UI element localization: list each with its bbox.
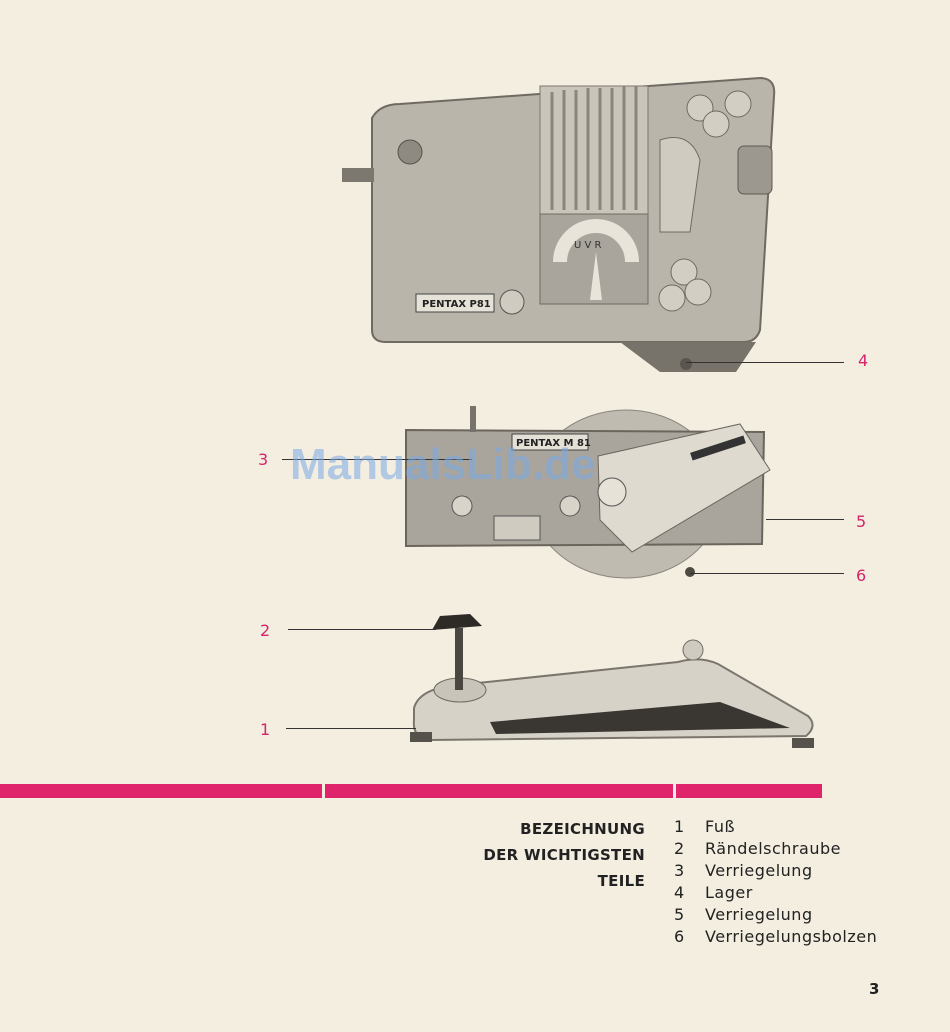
leader-line-4 [686, 362, 844, 363]
projector-top-view: U V R PENTAX P81 [342, 78, 774, 372]
parts-heading: BEZEICHNUNG DER WICHTIGSTEN TEILE [483, 816, 645, 894]
projector-side-view: PENTAX M 81 [406, 406, 770, 578]
part-number: 3 [674, 860, 705, 882]
leader-line-6 [690, 573, 844, 574]
leader-line-1 [286, 728, 416, 729]
foot-stand [410, 614, 814, 748]
accent-band-right [676, 784, 822, 798]
part-number: 6 [674, 926, 705, 948]
part-name: Verriegelungsbolzen [705, 926, 877, 948]
watermark: ManualsLib.de [290, 440, 596, 490]
part-name: Rändelschraube [705, 838, 841, 860]
leader-line-5 [766, 519, 844, 520]
part-number: 4 [674, 882, 705, 904]
callout-5: 5 [856, 512, 866, 531]
part-name: Verriegelung [705, 904, 813, 926]
brand-label-top: PENTAX P81 [422, 299, 491, 310]
part-number: 5 [674, 904, 705, 926]
part-name: Lager [705, 882, 753, 904]
accent-band-left [0, 784, 322, 798]
callout-6: 6 [856, 566, 866, 585]
accent-band-middle [325, 784, 673, 798]
dial-letters: U V R [574, 240, 602, 251]
part-name: Fuß [705, 816, 735, 838]
part-name: Verriegelung [705, 860, 813, 882]
callout-1: 1 [260, 720, 270, 739]
illustrations: U V R PENTAX P81 PENTAX M 81 [0, 0, 950, 780]
callout-4: 4 [858, 351, 868, 370]
callout-2: 2 [260, 621, 270, 640]
heading-line-2: DER WICHTIGSTEN [483, 842, 645, 868]
leader-line-2 [288, 629, 436, 630]
part-number: 2 [674, 838, 705, 860]
part-number: 1 [674, 816, 705, 838]
heading-line-3: TEILE [483, 868, 645, 894]
heading-line-1: BEZEICHNUNG [483, 816, 645, 842]
callout-3: 3 [258, 450, 268, 469]
page-number: 3 [869, 980, 879, 998]
